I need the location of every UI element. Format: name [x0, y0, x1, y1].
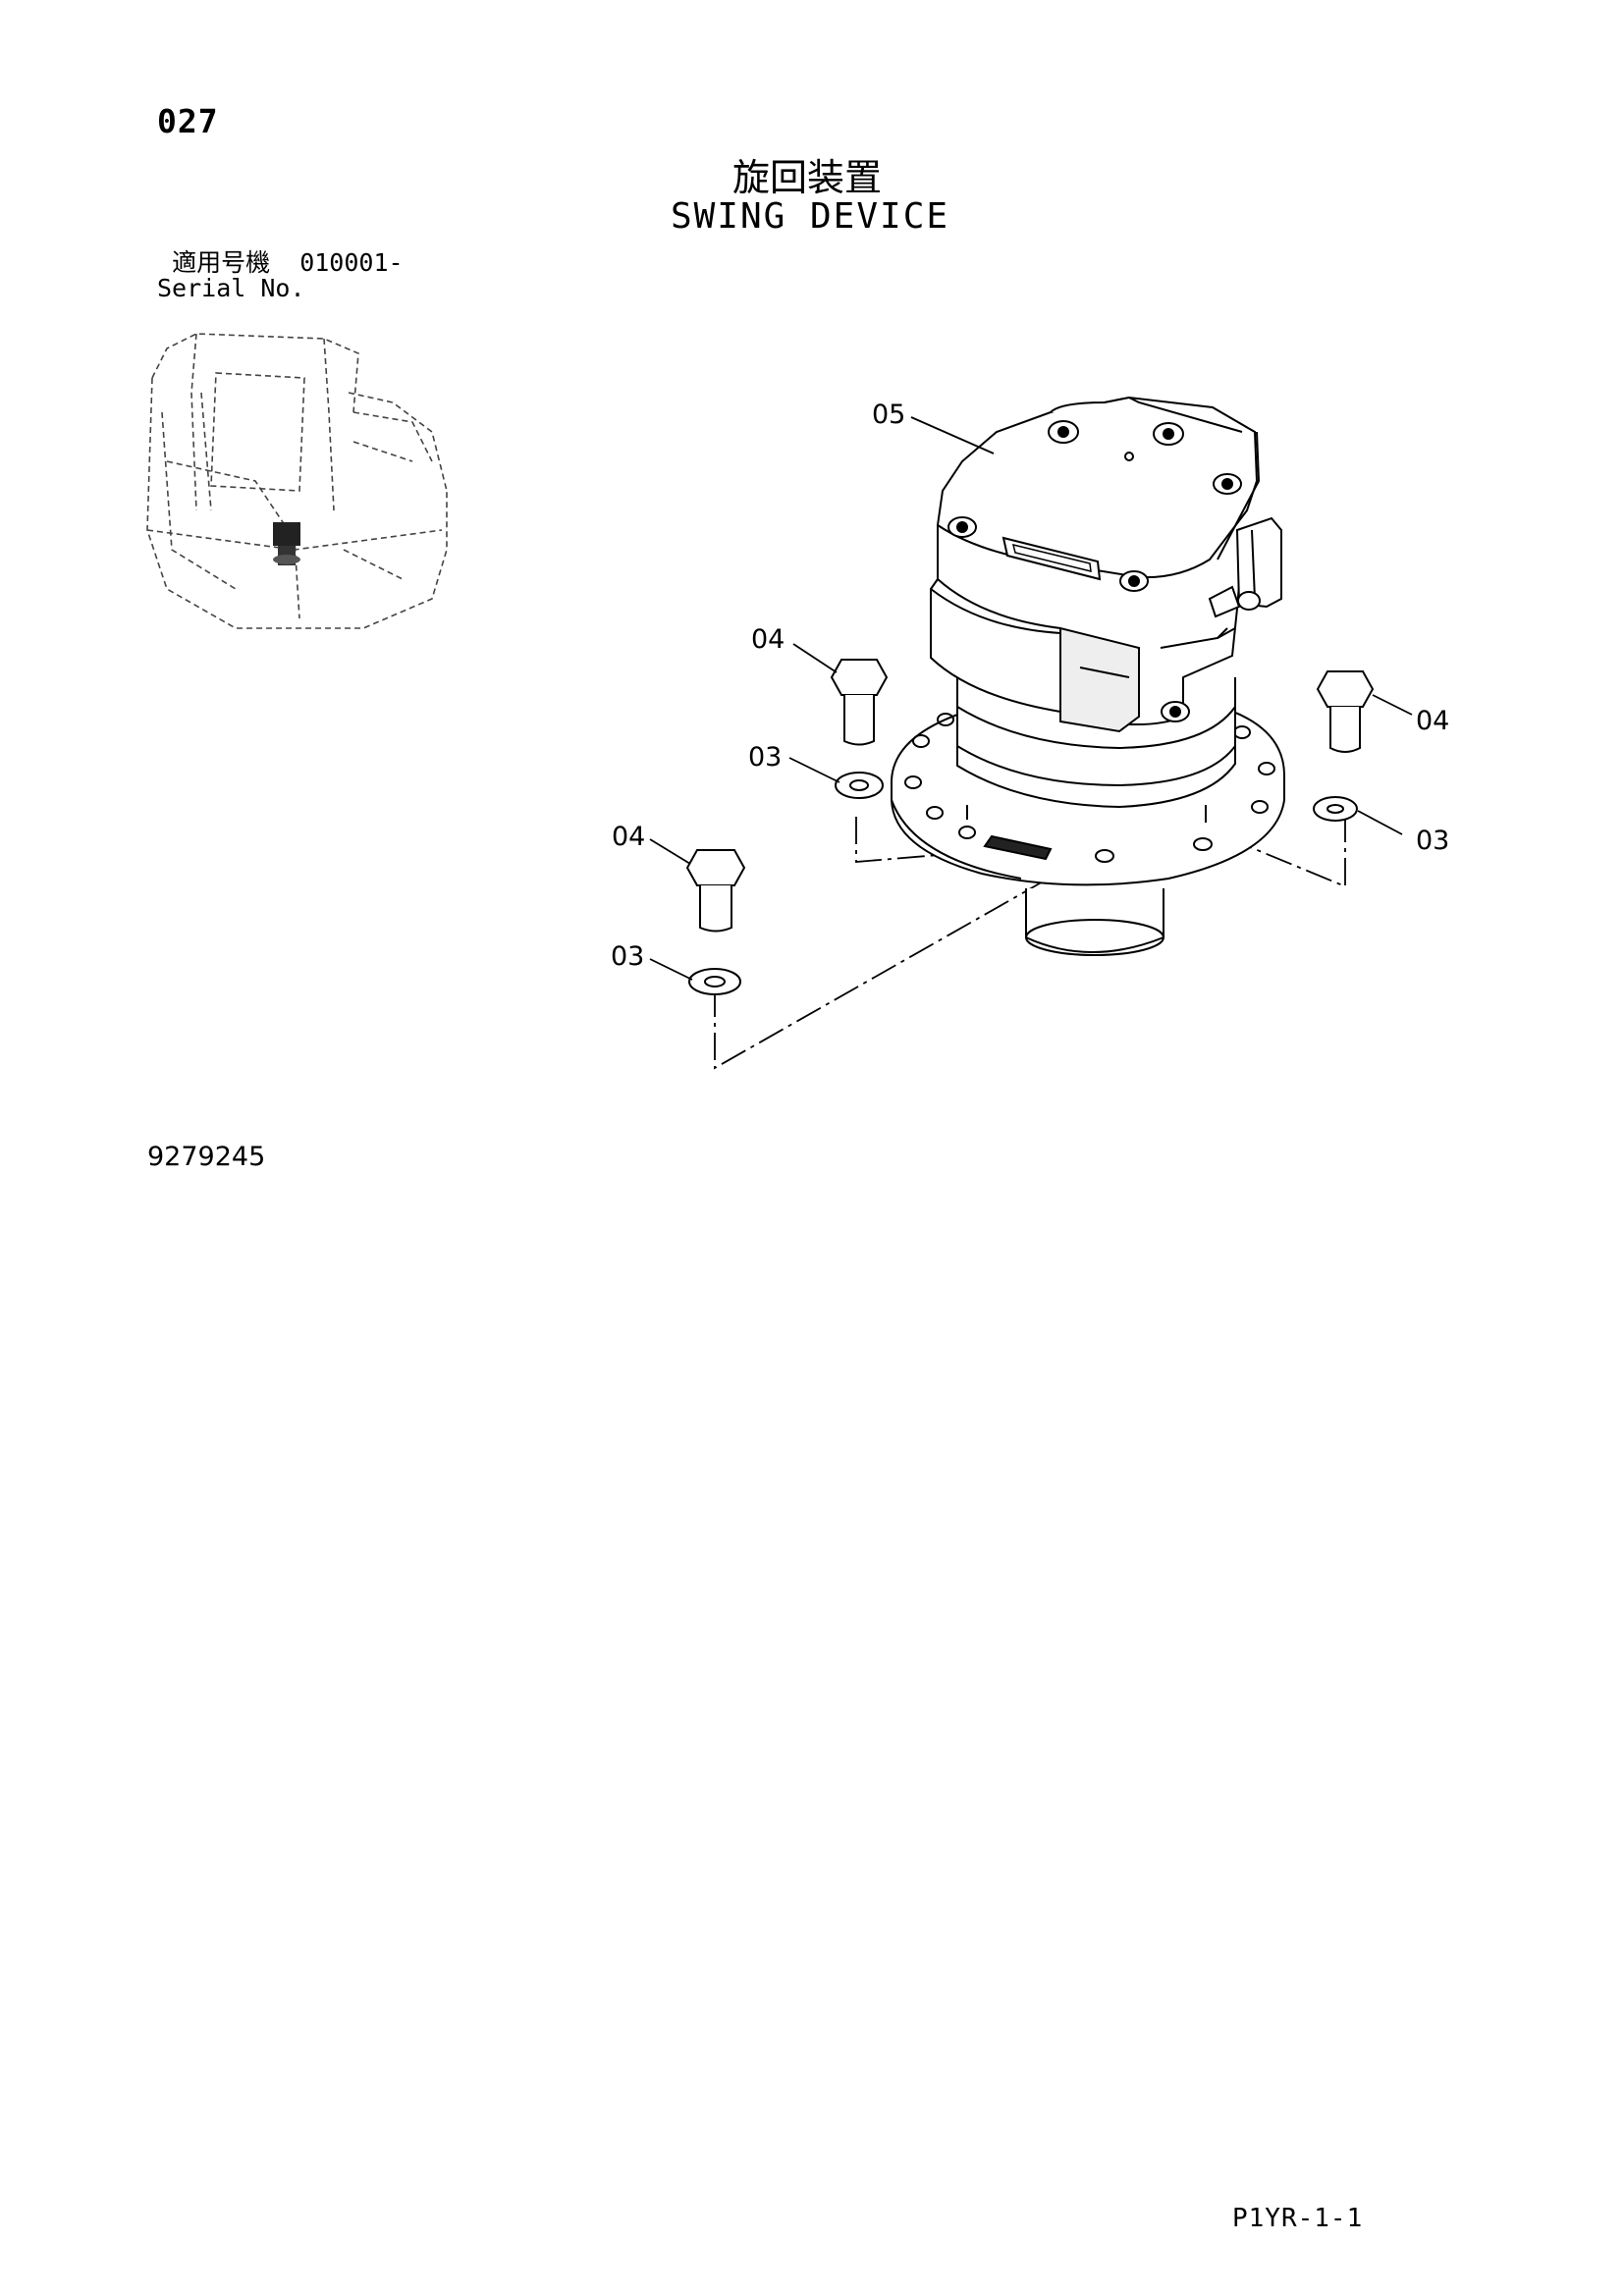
washer-part-03-left [835, 772, 884, 799]
swing-device-drawing [891, 396, 1285, 956]
washer-part-03-bottom [688, 968, 741, 995]
bolt-part-04-bottom [685, 849, 746, 933]
callout-03-left: 03 [748, 742, 782, 773]
serial-label-jp: 適用号機 [172, 248, 271, 277]
serial-label-en: Serial No. [157, 274, 305, 302]
page-reference: P1YR-1-1 [1232, 2204, 1364, 2233]
machine-locator-thumbnail [146, 333, 448, 629]
washer-part-03-right [1313, 796, 1358, 822]
callout-leaders [649, 416, 1413, 981]
callout-04-right: 04 [1416, 706, 1449, 736]
mounting-leader-lines [714, 815, 1346, 1070]
bolt-part-04-left [830, 659, 889, 746]
serial-applicability: 適用号機 010001- Serial No. [157, 250, 404, 301]
bolt-part-04-right [1316, 670, 1375, 753]
callout-05: 05 [872, 400, 905, 430]
callout-04-left: 04 [751, 624, 785, 655]
callout-03-bottom: 03 [611, 941, 644, 972]
illustration-code: 9279245 [147, 1142, 266, 1172]
callout-04-bottom: 04 [612, 822, 645, 852]
page-number: 027 [157, 102, 219, 140]
serial-row-jp: 適用号機 010001- [157, 248, 404, 277]
title-japanese: 旋回装置 [731, 156, 882, 199]
title-english: SWING DEVICE [670, 196, 950, 237]
callout-03-right: 03 [1416, 826, 1449, 856]
locator-swing-device-highlight [273, 522, 300, 565]
serial-value: 010001- [299, 248, 404, 277]
